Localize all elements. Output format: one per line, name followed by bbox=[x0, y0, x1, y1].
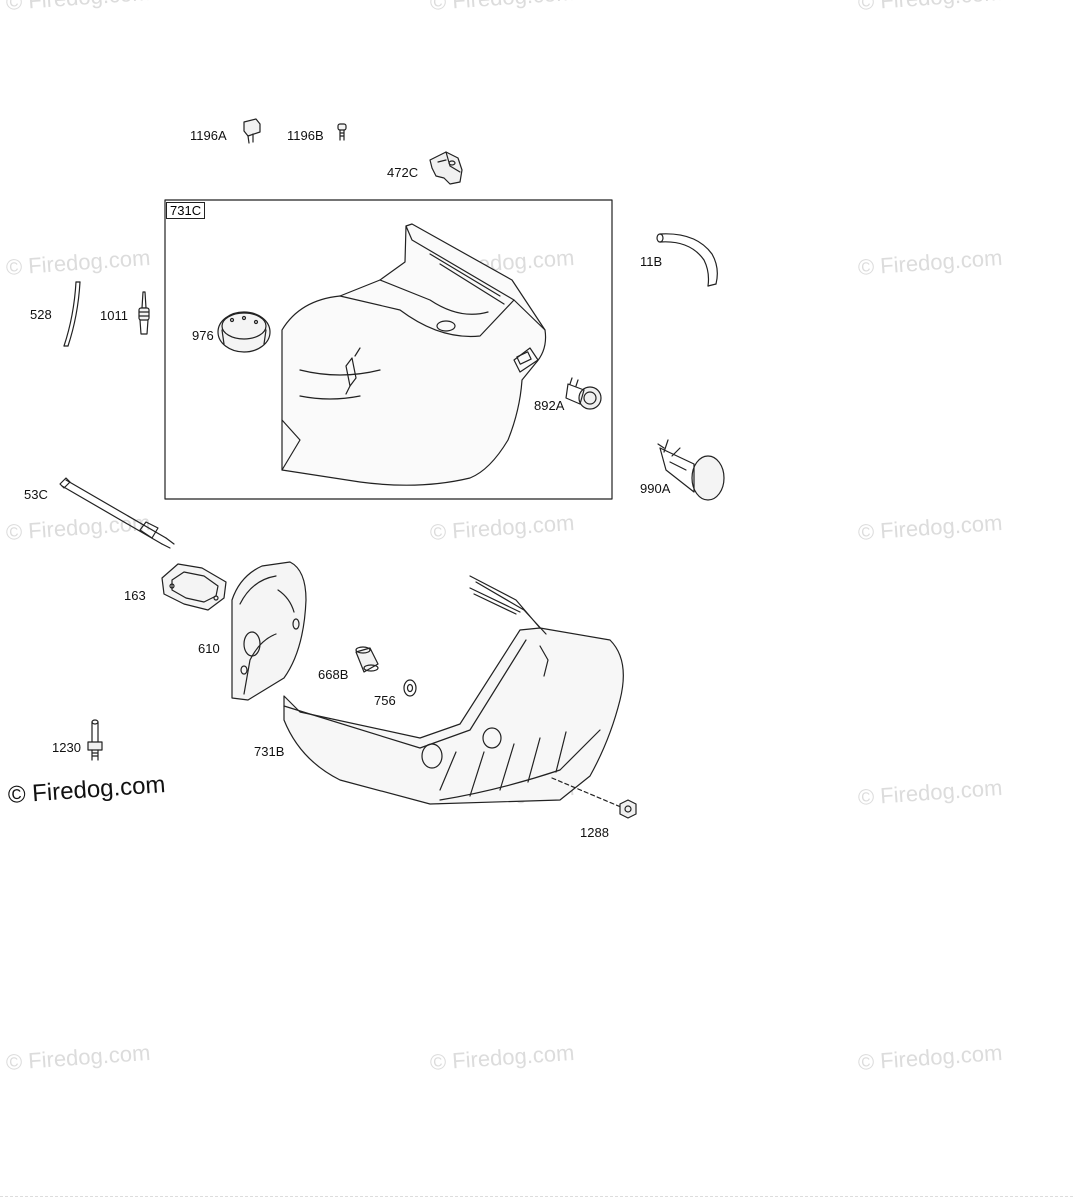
label-1196a[interactable]: 1196A bbox=[190, 128, 227, 143]
kit-box-label: 731C bbox=[166, 202, 206, 219]
part-990a-icon bbox=[657, 439, 725, 501]
part-528-icon bbox=[63, 281, 81, 347]
part-11b-icon bbox=[656, 233, 718, 287]
part-472c-icon bbox=[429, 151, 463, 185]
part-53c-icon bbox=[59, 477, 175, 549]
label-1288[interactable]: 1288 bbox=[580, 825, 609, 840]
label-53c[interactable]: 53C bbox=[24, 487, 48, 502]
label-756[interactable]: 756 bbox=[374, 693, 396, 708]
page-divider bbox=[0, 1196, 1073, 1197]
part-163-icon bbox=[161, 563, 227, 611]
part-1230-icon bbox=[87, 719, 103, 761]
tank-731c-icon bbox=[281, 223, 547, 486]
part-756-icon bbox=[403, 679, 417, 697]
label-990a[interactable]: 990A bbox=[640, 481, 671, 496]
part-610-icon bbox=[231, 561, 307, 701]
label-528[interactable]: 528 bbox=[30, 307, 52, 322]
label-610[interactable]: 610 bbox=[198, 641, 220, 656]
label-668b[interactable]: 668B bbox=[318, 667, 349, 682]
label-1011[interactable]: 1011 bbox=[100, 308, 128, 323]
label-163[interactable]: 163 bbox=[124, 588, 146, 603]
label-1230[interactable]: 1230 bbox=[52, 740, 81, 755]
label-892a[interactable]: 892A bbox=[534, 398, 565, 413]
label-11b[interactable]: 11B bbox=[640, 254, 663, 269]
part-1196a-icon bbox=[243, 118, 261, 144]
part-976-icon bbox=[217, 311, 271, 353]
part-1011-icon bbox=[138, 291, 150, 335]
part-1196b-icon bbox=[337, 123, 347, 141]
part-668b-icon bbox=[355, 646, 379, 673]
label-976[interactable]: 976 bbox=[192, 328, 214, 343]
part-892a-icon bbox=[565, 377, 602, 410]
kit-box-731c bbox=[164, 199, 613, 500]
part-1288-icon bbox=[619, 799, 637, 819]
label-731b[interactable]: 731B bbox=[254, 744, 285, 759]
label-472c[interactable]: 472C bbox=[387, 165, 419, 180]
part-731b-icon bbox=[283, 575, 629, 811]
label-1196b[interactable]: 1196B bbox=[287, 128, 324, 143]
